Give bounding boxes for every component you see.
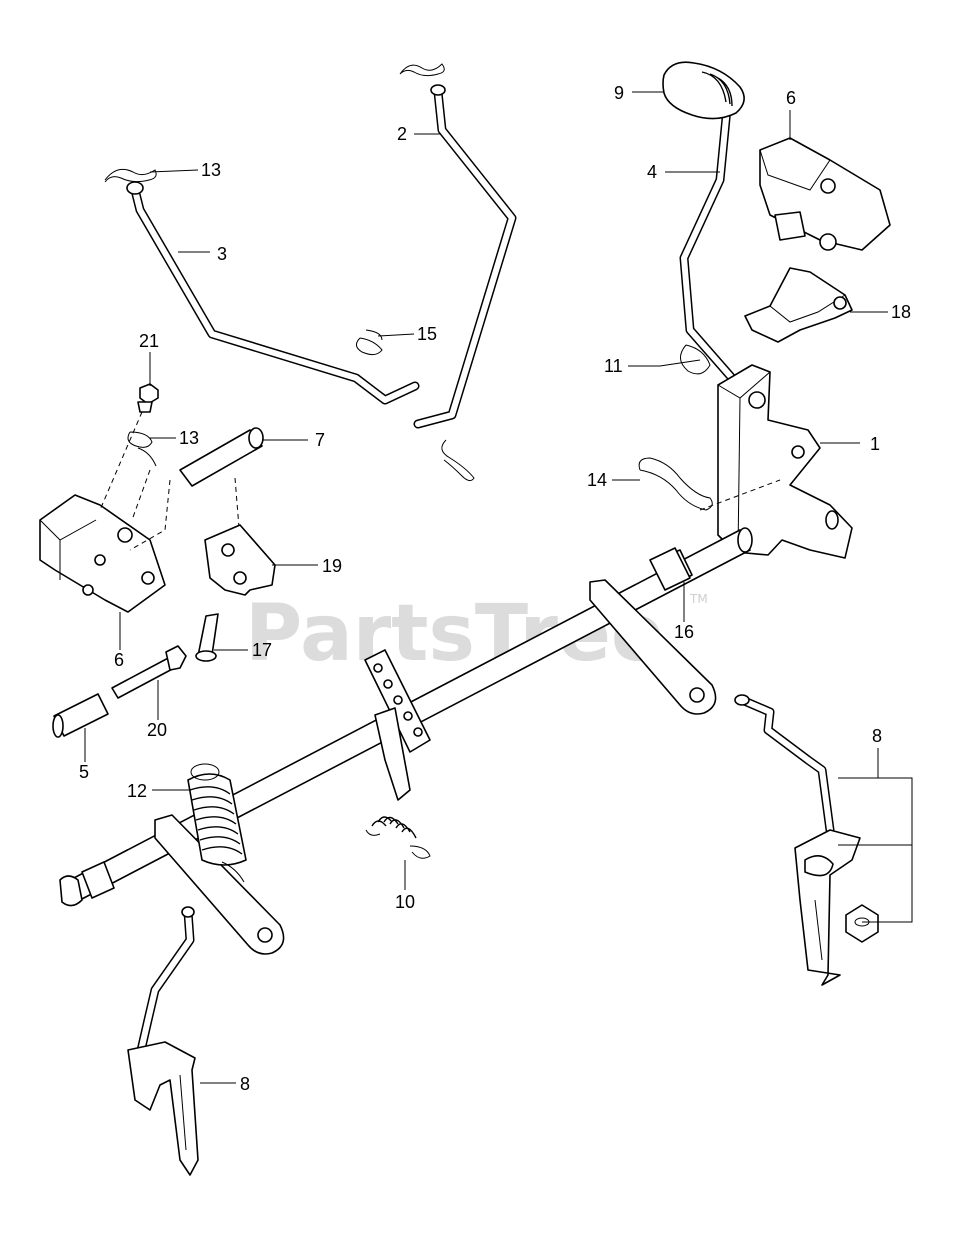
callout-11: 11: [604, 356, 623, 376]
leader-lines: [84, 91, 913, 1084]
part-8-nut-right[interactable]: [845, 904, 879, 943]
callout-9: 9: [614, 83, 624, 103]
part-12-spring[interactable]: [187, 763, 247, 883]
callout-19: 19: [322, 556, 342, 576]
part-5-spacer[interactable]: [52, 693, 109, 738]
part-8-bracket-right[interactable]: [794, 829, 861, 986]
callout-6-right: 6: [786, 88, 796, 108]
part-8-rod-right[interactable]: [734, 694, 835, 835]
part-13-guide: [131, 469, 151, 521]
callout-14: 14: [587, 470, 607, 490]
part-8-bracket-left[interactable]: [127, 1041, 199, 1176]
part-11-clip[interactable]: [659, 344, 711, 375]
callout-10: 10: [395, 892, 415, 912]
part-13-clip-top[interactable]: [104, 168, 157, 183]
pedal-plate[interactable]: [364, 649, 431, 801]
shaft-arm-left[interactable]: [154, 814, 285, 955]
part-3-rod[interactable]: [126, 181, 420, 405]
part-13-clip-left[interactable]: [127, 431, 157, 467]
callout-13-left: 13: [179, 428, 199, 448]
watermark-trademark: TM: [689, 592, 708, 606]
part-6-bracket-right[interactable]: [759, 137, 891, 251]
callout-21: 21: [139, 331, 159, 351]
part-10-spring[interactable]: [365, 816, 431, 859]
callout-4: 4: [647, 162, 657, 182]
callout-7: 7: [315, 430, 325, 450]
part-20-bolt[interactable]: [111, 645, 187, 699]
part-21-guide: [99, 411, 143, 511]
part-17-pin[interactable]: [195, 613, 219, 662]
part-21-bolt[interactable]: [137, 383, 159, 413]
callout-1: 1: [870, 434, 880, 454]
callout-labels: 1 2 3 4 5 6 6 7 8 8 9 10 11 12 13 13 14 …: [79, 83, 911, 1094]
callout-12: 12: [127, 781, 147, 801]
callout-8-right: 8: [872, 726, 882, 746]
part-15-clip[interactable]: [356, 329, 383, 356]
callout-8-left: 8: [240, 1074, 250, 1094]
part-8-rod-left[interactable]: [135, 906, 195, 1060]
part-9-knob[interactable]: [662, 61, 745, 120]
callout-18: 18: [891, 302, 911, 322]
part-14-clip[interactable]: [638, 457, 713, 511]
part-2-bottom-clip[interactable]: [441, 439, 475, 482]
shaft-arm-right[interactable]: [589, 579, 717, 715]
callout-5: 5: [79, 762, 89, 782]
callout-2: 2: [397, 124, 407, 144]
callout-15: 15: [417, 324, 437, 344]
part-16-collar[interactable]: [649, 547, 691, 591]
part-1-bracket[interactable]: [717, 364, 853, 559]
callout-3: 3: [217, 244, 227, 264]
part-2-clip[interactable]: [399, 63, 445, 77]
part-18-bracket[interactable]: [744, 267, 853, 343]
part-7-pin[interactable]: [179, 427, 264, 487]
callout-13-top: 13: [201, 160, 221, 180]
part-4-lever[interactable]: [679, 93, 765, 415]
callout-6-left: 6: [114, 650, 124, 670]
part-7-guide: [129, 477, 241, 551]
part-19-bracket[interactable]: [204, 524, 276, 596]
part-2-rod[interactable]: [413, 84, 517, 429]
callout-20: 20: [147, 720, 167, 740]
callout-16: 16: [674, 622, 694, 642]
callout-17: 17: [252, 640, 272, 660]
part-6-bracket-left[interactable]: [39, 494, 166, 613]
